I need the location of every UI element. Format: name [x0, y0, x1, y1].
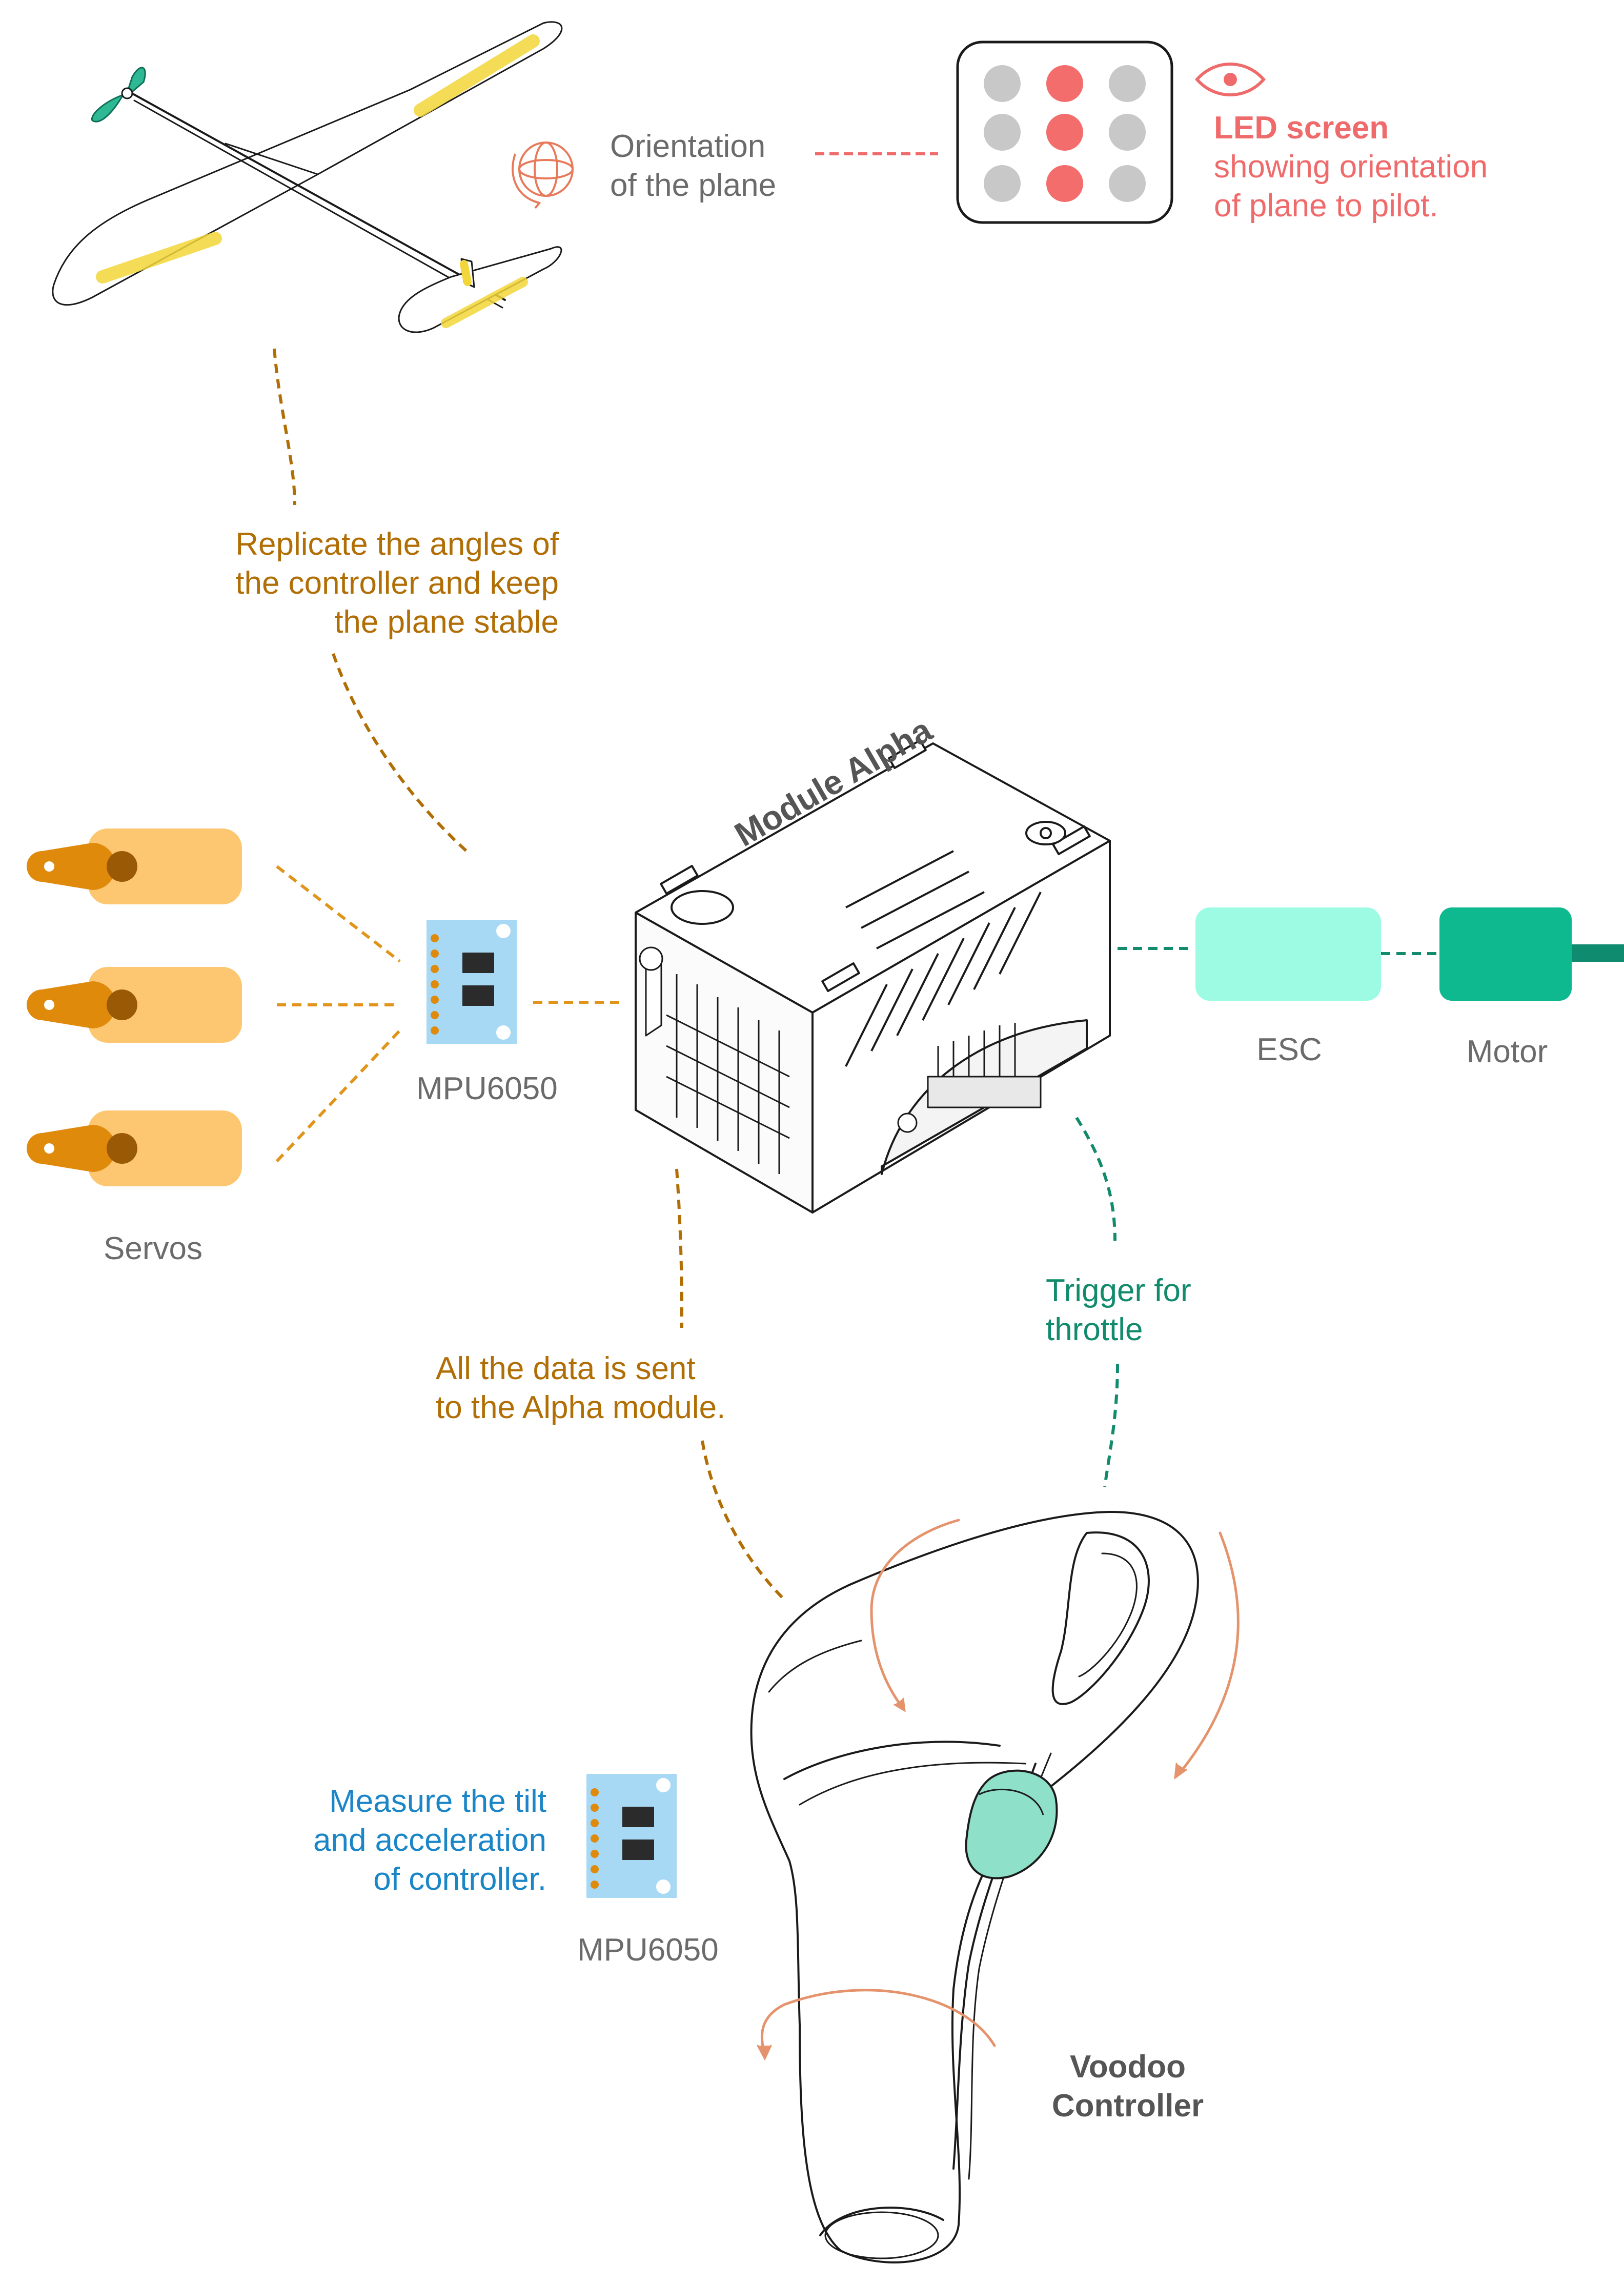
motor-block — [1439, 907, 1572, 1001]
measure-tilt-line: of controller. — [373, 1862, 546, 1897]
data-sent-line: to the Alpha module. — [436, 1390, 726, 1425]
measure-tilt-label: Measure the tilt and acceleration of con… — [246, 1782, 546, 1899]
servo — [27, 1110, 242, 1186]
voodoo-controller-illustration — [750, 1511, 1199, 2263]
mpu6050-board-top — [427, 920, 517, 1044]
text-to-mpu-connector — [332, 653, 468, 853]
voodoo-controller-line: Voodoo — [1069, 2049, 1186, 2085]
replicate-angles-line: the controller and keep — [235, 565, 559, 601]
measure-tilt-line: Measure the tilt — [329, 1784, 546, 1819]
data-text-to-controller-connector — [701, 1440, 786, 1601]
led-dot — [1109, 165, 1146, 202]
mpu6050-top-label: MPU6050 — [416, 1071, 558, 1106]
globe-orientation-icon — [512, 142, 574, 209]
led-dot — [984, 65, 1021, 102]
module-to-data-text-connector — [675, 1168, 683, 1328]
led-dot-grid — [984, 65, 1146, 202]
rotation-arrows — [757, 1519, 1240, 2061]
led-dot — [984, 114, 1021, 151]
motor-shaft — [1572, 944, 1624, 962]
trigger-throttle-line: throttle — [1046, 1312, 1143, 1347]
led-dot — [984, 165, 1021, 202]
led-screen — [956, 41, 1173, 224]
trigger-throttle-label: Trigger for throttle — [1046, 1271, 1191, 1349]
led-dot — [1046, 114, 1083, 151]
trigger-throttle-line: Trigger for — [1046, 1273, 1191, 1308]
servos-label: Servos — [104, 1231, 202, 1266]
led-dot — [1109, 114, 1146, 151]
voodoo-controller-label: Voodoo Controller — [1015, 2048, 1241, 2126]
replicate-angles-line: the plane stable — [334, 604, 559, 640]
controller-trigger — [965, 1769, 1058, 1879]
led-screen-label: LED screen showing orientation of plane … — [1214, 109, 1488, 226]
voodoo-controller-line: Controller — [1051, 2088, 1204, 2124]
orientation-label: Orientation of the plane — [610, 127, 776, 205]
measure-tilt-line: and acceleration — [313, 1823, 546, 1858]
esc-label: ESC — [1256, 1032, 1322, 1067]
led-dot — [1046, 165, 1083, 202]
replicate-angles-label: Replicate the angles of the controller a… — [154, 525, 559, 642]
servo-group — [27, 828, 242, 1186]
orientation-label-line: Orientation — [610, 129, 766, 164]
data-sent-line: All the data is sent — [436, 1351, 696, 1386]
data-sent-label: All the data is sent to the Alpha module… — [436, 1349, 725, 1427]
module-to-trigger-text-connector — [1075, 1117, 1116, 1241]
led-screen-desc-line: of plane to pilot. — [1214, 188, 1438, 224]
plane-to-text-connector — [273, 348, 296, 506]
servo-mpu-connectors — [275, 865, 625, 1163]
mpu6050-board-bottom — [586, 1774, 677, 1898]
eye-icon — [1195, 63, 1266, 96]
trigger-text-to-controller-connector — [1103, 1363, 1119, 1487]
motor-label: Motor — [1466, 1034, 1548, 1069]
led-screen-title: LED screen — [1214, 110, 1389, 146]
esc-block — [1195, 907, 1381, 1001]
servo — [27, 967, 242, 1043]
module-alpha-box — [635, 739, 1111, 1214]
led-dot — [1046, 65, 1083, 102]
servo — [27, 828, 242, 904]
led-dot — [1109, 65, 1146, 102]
orientation-label-line: of the plane — [610, 168, 777, 203]
mpu6050-bottom-label: MPU6050 — [577, 1932, 719, 1968]
plane-illustration — [52, 21, 563, 333]
led-screen-desc-line: showing orientation — [1214, 149, 1488, 185]
replicate-angles-line: Replicate the angles of — [235, 527, 559, 562]
